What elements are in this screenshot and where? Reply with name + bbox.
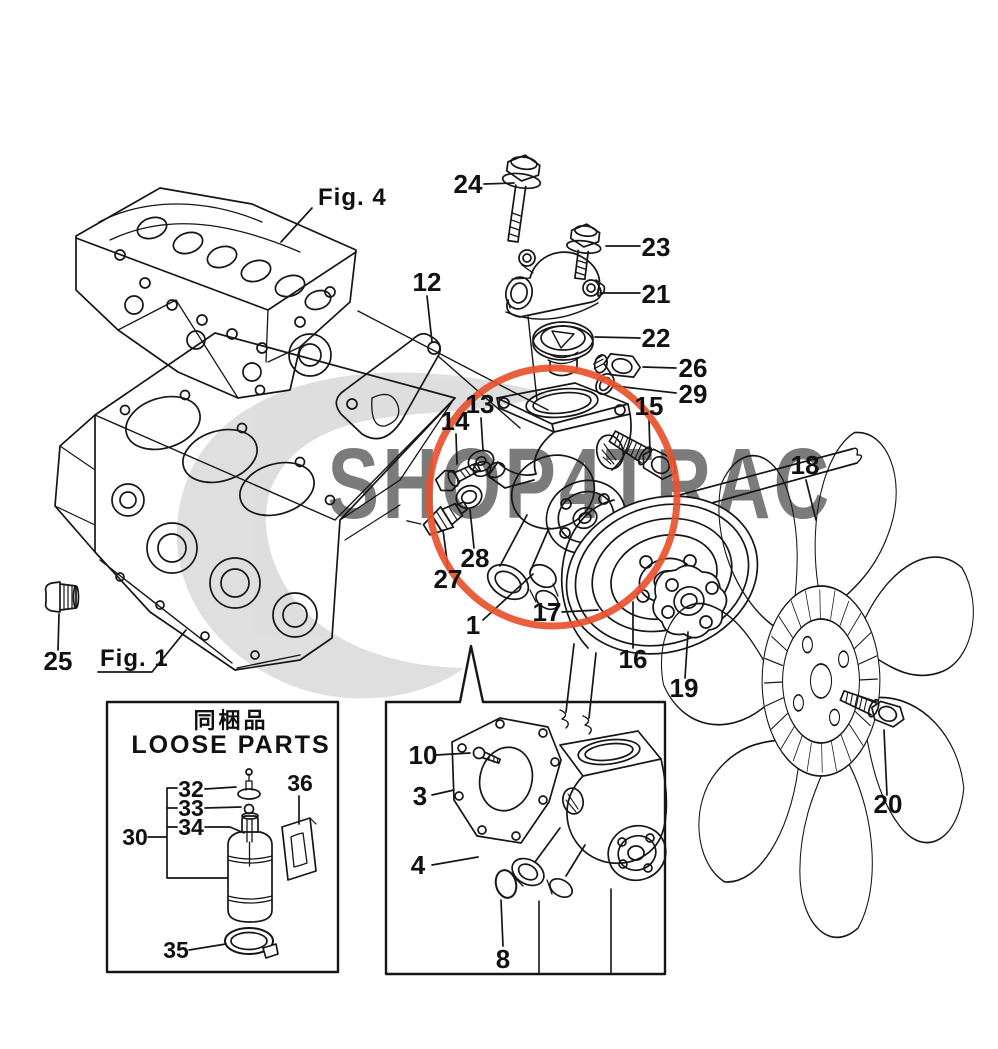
callout-17: 17: [533, 597, 562, 627]
callout-12: 12: [413, 267, 442, 297]
fig4-label: Fig. 4: [318, 184, 387, 211]
callout-36: 36: [287, 770, 313, 796]
fan-spacer-19-drawing: [652, 564, 728, 639]
callout-22: 22: [642, 323, 671, 353]
callout-10: 10: [409, 740, 438, 770]
callout-28: 28: [461, 543, 490, 573]
callout-14: 14: [441, 406, 470, 436]
callout-19: 19: [670, 673, 699, 703]
callout-20: 20: [874, 789, 903, 819]
callout-23: 23: [642, 232, 671, 262]
pump-detail-box-drawing: [384, 644, 668, 976]
callout-18: 18: [791, 450, 820, 480]
callout-13: 13: [466, 389, 495, 419]
callout-24: 24: [454, 169, 483, 199]
bolt-20-drawing: [839, 690, 905, 728]
loose-parts-title-jp: 同梱品: [193, 708, 268, 733]
watermark-swoosh-shape: [176, 372, 548, 699]
seal-28-drawing: [455, 484, 483, 510]
labels: Fig. 4 Fig. 1 24 23 21 22 26 29 15 13 14…: [44, 169, 903, 974]
callout-15: 15: [635, 391, 664, 421]
callout-30: 30: [122, 824, 148, 850]
cylinder-head-drawing: [75, 187, 357, 399]
bolt-24-drawing: [501, 154, 542, 243]
thermostat-cover-21-drawing: [505, 249, 606, 320]
loose-parts-box-drawing: [105, 700, 340, 974]
loose-parts-title-en: LOOSE PARTS: [131, 731, 330, 759]
callout-4: 4: [411, 850, 426, 880]
watermark-logo: SHOP4TRAC: [176, 372, 829, 699]
callout-27: 27: [434, 564, 463, 594]
fig1-label: Fig. 1: [100, 645, 169, 672]
callout-33: 33: [178, 795, 204, 821]
plug-26-drawing: [593, 353, 642, 378]
engine-block-drawing: [54, 332, 456, 671]
callout-1: 1: [466, 610, 480, 640]
callout-8: 8: [496, 944, 510, 974]
leader-lines: [57, 182, 888, 951]
callout-35: 35: [163, 937, 189, 963]
callout-21: 21: [642, 279, 671, 309]
callout-3: 3: [413, 781, 427, 811]
callout-34: 34: [178, 814, 204, 840]
bolt-23-drawing: [566, 223, 602, 281]
callout-16: 16: [619, 644, 648, 674]
callout-32: 32: [178, 776, 204, 802]
highlight-circle: [425, 364, 681, 630]
washer-13-drawing: [467, 449, 495, 478]
callout-25: 25: [44, 646, 73, 676]
bolt-14-drawing: [434, 462, 481, 492]
callout-26: 26: [679, 353, 708, 383]
callout-29: 29: [679, 379, 708, 409]
plug-25-drawing: [44, 581, 80, 613]
fan-18-drawing: [660, 431, 974, 939]
